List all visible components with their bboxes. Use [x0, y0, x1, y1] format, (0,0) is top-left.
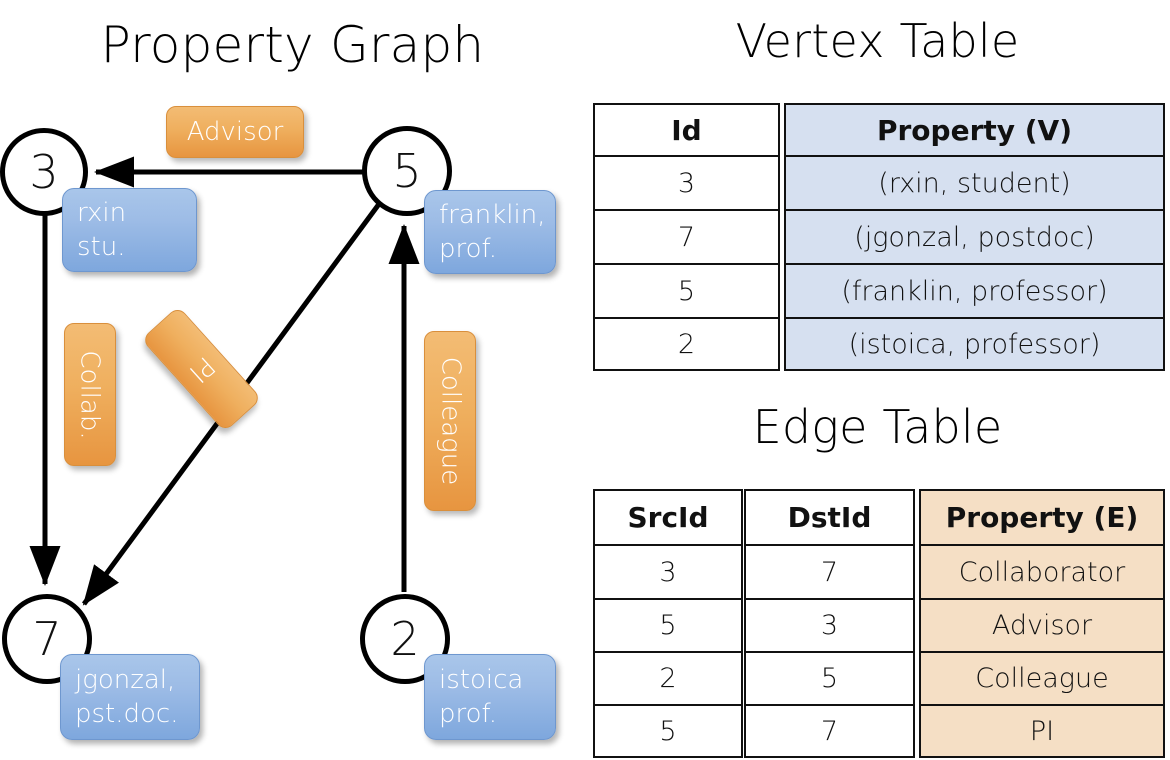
graph-node-7-label: 7 [32, 612, 62, 666]
edge-label-colleague-text: Colleague [435, 356, 466, 486]
node-property-5-line-1: franklin, [439, 200, 546, 230]
table-row[interactable]: 7 [820, 715, 839, 747]
table-row[interactable]: (franklin, professor) [786, 265, 1163, 319]
table-row[interactable]: 2 [677, 328, 696, 360]
page-title-property-graph: Property Graph [100, 16, 485, 74]
edge-label-colleague[interactable]: Colleague [424, 331, 476, 511]
table-row[interactable]: 7 [746, 546, 913, 600]
node-property-box-3[interactable]: rxin stu. [62, 188, 197, 272]
edge-table-col-srcid: SrcId 3 5 2 5 [593, 489, 743, 758]
vertex-table-col-id: Id 3 7 5 2 [593, 103, 780, 371]
table-row[interactable]: (istoica, professor) [848, 328, 1101, 360]
table-row[interactable]: 3 [595, 546, 741, 600]
edge-table-col-property: Property (E) Collaborator Advisor Collea… [919, 489, 1165, 758]
edge-label-advisor-text: Advisor [186, 117, 284, 147]
table-row[interactable]: Collaborator [921, 546, 1163, 600]
graph-node-5[interactable]: 5 [362, 126, 452, 216]
property-graph-panel: Property Graph 3 5 7 [0, 16, 556, 740]
vertex-table-header-id: Id [595, 105, 778, 157]
node-property-2-line-1: istoica [439, 665, 524, 695]
table-row[interactable]: Colleague [921, 653, 1163, 706]
edge-table-header-srcid: SrcId [595, 491, 741, 546]
node-property-box-5[interactable]: franklin, prof. [424, 190, 556, 274]
edge-label-pi-text: PI [182, 350, 221, 388]
graph-node-5-label: 5 [392, 144, 422, 198]
page-title-vertex-table: Vertex Table [735, 14, 1020, 68]
table-row[interactable]: (jgonzal, postdoc) [786, 211, 1163, 265]
vertex-table-col-property: Property (V) (rxin, student) (jgonzal, p… [784, 103, 1165, 371]
table-row[interactable]: PI [1029, 715, 1055, 747]
node-property-3-line-1: rxin [77, 198, 127, 228]
table-row[interactable]: 3 [746, 600, 913, 653]
edge-label-collab-text: Collab. [75, 349, 105, 440]
vertex-table-header-property: Property (V) [786, 105, 1163, 157]
edge-label-collab[interactable]: Collab. [64, 323, 116, 466]
table-row[interactable]: 7 [595, 211, 778, 265]
edge-table-header-property: Property (E) [921, 491, 1163, 546]
table-row[interactable]: 5 [659, 715, 677, 747]
graph-node-2[interactable]: 2 [360, 594, 450, 684]
edge-label-advisor[interactable]: Advisor [166, 106, 304, 158]
node-property-7-line-2: pst.doc. [75, 699, 179, 729]
table-row[interactable]: 5 [746, 653, 913, 706]
table-row[interactable]: 3 [595, 157, 778, 211]
node-property-box-7[interactable]: jgonzal, pst.doc. [60, 654, 200, 740]
table-row[interactable]: 5 [595, 600, 741, 653]
node-property-5-line-2: prof. [439, 234, 498, 264]
table-row[interactable]: 5 [595, 265, 778, 319]
node-property-3-line-2: stu. [77, 232, 126, 262]
graph-node-3-label: 3 [29, 145, 59, 199]
node-property-7-line-1: jgonzal, [75, 665, 176, 695]
node-property-2-line-2: prof. [439, 699, 498, 729]
edge-table-col-dstid: DstId 7 3 5 7 [744, 489, 915, 758]
edge-table-header-dstid: DstId [746, 491, 913, 546]
graph-node-2-label: 2 [390, 612, 420, 666]
table-row[interactable]: Advisor [921, 600, 1163, 653]
node-property-box-2[interactable]: istoica prof. [424, 654, 556, 740]
table-row[interactable]: (rxin, student) [786, 157, 1163, 211]
page-title-edge-table: Edge Table [752, 400, 1003, 454]
table-row[interactable]: 2 [595, 653, 741, 706]
